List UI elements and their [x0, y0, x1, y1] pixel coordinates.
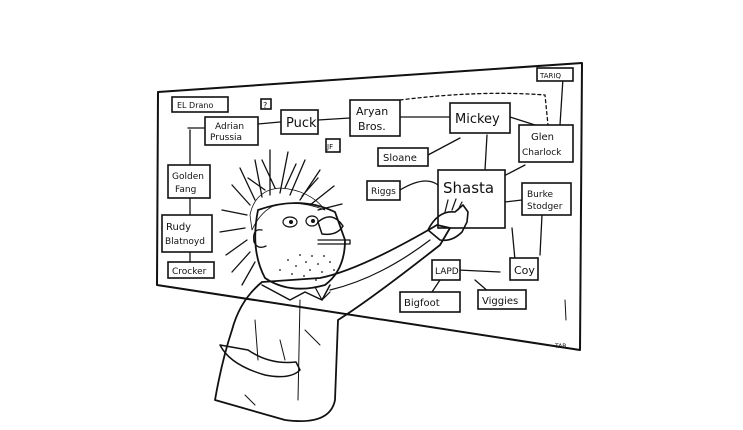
node-viggies: Viggies: [477, 289, 527, 310]
node-golden-label-2: Fang: [175, 185, 196, 195]
node-glen-charlock: Glen Charlock: [518, 124, 574, 163]
node-burke-label-1: Burke: [527, 190, 553, 200]
character-hair: [219, 149, 343, 286]
node-question: ?: [260, 98, 272, 110]
node-burke-label-2: Stodger: [527, 202, 563, 212]
node-bigfoot: Bigfoot: [399, 291, 461, 313]
artist-signature: TAB: [554, 343, 566, 350]
node-jf-label: JF: [326, 143, 333, 151]
node-adrian-label-1: Adrian: [215, 122, 244, 132]
node-burke-stodger: Burke Stodger: [521, 182, 572, 216]
node-coy-label: Coy: [514, 264, 535, 277]
node-mickey-label: Mickey: [455, 112, 500, 127]
node-coy: Coy: [509, 257, 539, 281]
node-glen-label-2: Charlock: [522, 148, 562, 158]
node-el-drano-label: EL Drano: [177, 101, 213, 110]
node-adrian-label-2: Prussia: [210, 133, 242, 143]
node-bigfoot-label: Bigfoot: [404, 298, 440, 309]
node-tariq-label: TARIQ: [539, 72, 561, 80]
node-puck-label: Puck: [286, 116, 317, 131]
node-rudy-blatnoyd: Rudy Blatnoyd: [161, 214, 213, 253]
node-aryan-label-2: Bros.: [358, 120, 386, 133]
node-lapd: LAPD: [431, 259, 461, 281]
node-aryan-bros: Aryan Bros.: [349, 99, 401, 137]
node-glen-label-1: Glen: [531, 132, 554, 143]
node-crocker-label: Crocker: [172, 267, 207, 277]
node-rudy-label-1: Rudy: [166, 222, 191, 233]
node-lapd-label: LAPD: [435, 267, 459, 277]
node-rudy-label-2: Blatnoyd: [165, 237, 205, 247]
character-head: [254, 202, 346, 290]
node-aryan-label-1: Aryan: [356, 105, 388, 118]
node-golden-fang: Golden Fang: [167, 164, 211, 199]
node-mickey: Mickey: [449, 102, 511, 134]
node-puck: Puck: [280, 109, 319, 135]
character-doc: [214, 149, 469, 422]
node-golden-label-1: Golden: [172, 172, 204, 182]
evidence-board: [156, 62, 583, 351]
node-riggs: Riggs: [366, 180, 401, 201]
node-jf: JF: [325, 138, 341, 153]
node-question-label: ?: [263, 101, 267, 110]
node-riggs-label: Riggs: [371, 187, 396, 197]
node-el-drano: EL Drano: [171, 96, 229, 113]
node-adrian-prussia: Adrian Prussia: [204, 116, 259, 146]
node-crocker: Crocker: [167, 261, 215, 279]
node-sloane-label: Sloane: [383, 153, 417, 164]
character-hand: [427, 204, 469, 242]
node-sloane: Sloane: [377, 147, 429, 167]
character-nose: [317, 216, 344, 236]
node-viggies-label: Viggies: [482, 296, 518, 307]
node-shasta-label: Shasta: [443, 179, 494, 197]
node-shasta: Shasta: [437, 169, 506, 229]
character-shirt: [214, 224, 451, 422]
node-tariq: TARIQ: [536, 67, 574, 82]
